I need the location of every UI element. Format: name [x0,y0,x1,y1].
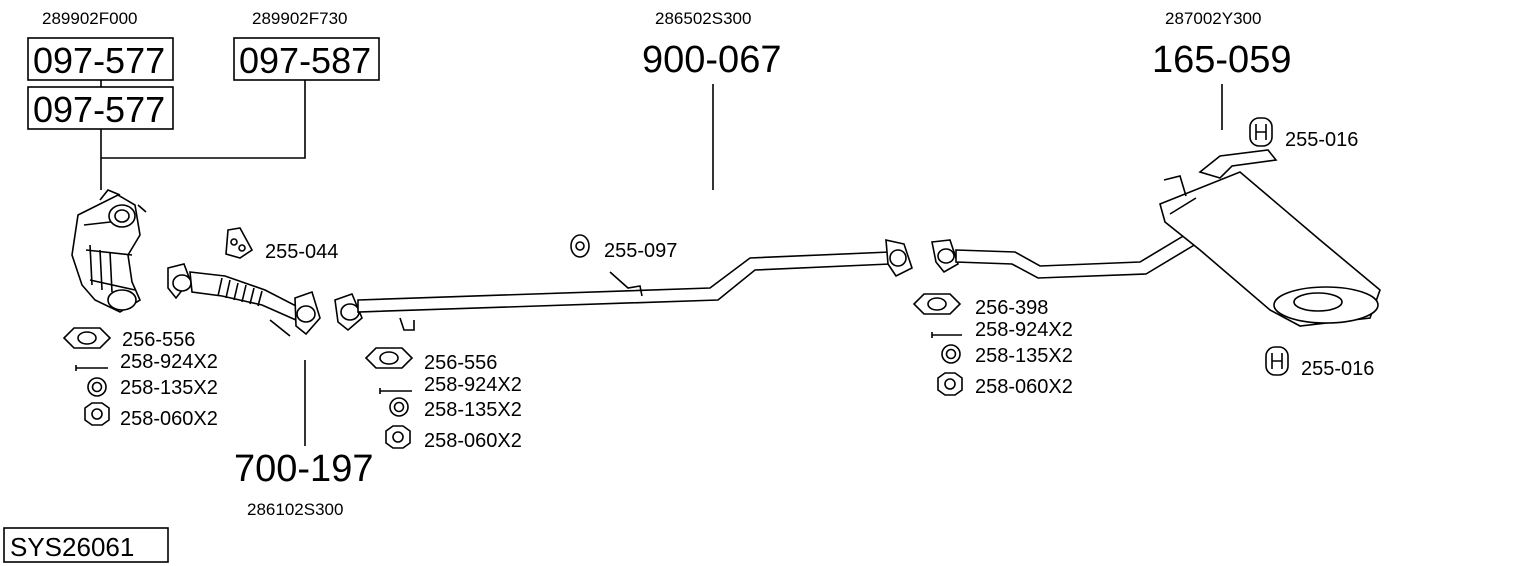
hanger-icon [225,227,254,259]
part-number-097-577-a[interactable]: 097-577 [33,40,165,81]
rear-silencer-drawing [931,149,1381,327]
part-number-097-587[interactable]: 097-587 [239,40,371,81]
washer-icon [87,377,107,397]
fitting-label-rear-bolt[interactable]: 258-924X2 [975,319,1073,341]
hanger-icon [1265,346,1289,376]
oem-number-catalyst: 289902F000 [42,9,137,28]
gasket-icon [912,293,962,315]
part-box-097-577-a [27,37,174,81]
gasket-icon [62,327,112,349]
fitting-label-flex-gasket[interactable]: 256-556 [424,352,497,374]
nut-icon [385,425,411,449]
flex-pipe-drawing [167,263,321,337]
bolt-icon [931,332,962,338]
part-box-097-587 [233,37,380,81]
part-number-165-059[interactable]: 165-059 [1152,39,1291,81]
hanger-icon [570,234,590,258]
fitting-label-flex-washer[interactable]: 258-135X2 [424,399,522,421]
system-code: SYS26061 [10,532,134,562]
part-number-097-577-b[interactable]: 097-577 [33,89,165,130]
fitting-label-cat-nut[interactable]: 258-060X2 [120,408,218,430]
part-number-700-197[interactable]: 700-197 [234,448,373,490]
catalytic-converter-drawing [71,189,147,313]
fitting-label-rear-hanger-top[interactable]: 255-016 [1285,129,1358,151]
fitting-label-rear-gasket[interactable]: 256-398 [975,297,1048,319]
fitting-label-rear-washer[interactable]: 258-135X2 [975,345,1073,367]
fitting-label-cat-bolt[interactable]: 258-924X2 [120,351,218,373]
fitting-label-cat-gasket[interactable]: 256-556 [122,329,195,351]
leader-line-catalyst [100,80,306,190]
system-code-box [3,527,169,563]
fitting-label-front-hanger[interactable]: 255-044 [265,241,338,263]
oem-number-catalyst-2: 289902F730 [252,9,347,28]
hanger-icon [1249,117,1273,147]
gasket-icon [364,347,414,369]
centre-pipe-drawing [334,238,913,332]
washer-icon [941,344,961,364]
nut-icon [937,372,963,396]
part-box-097-577-b [27,86,174,130]
fitting-label-cat-washer[interactable]: 258-135X2 [120,377,218,399]
nut-icon [84,402,110,426]
fitting-label-flex-nut[interactable]: 258-060X2 [424,430,522,452]
oem-number-rear-silencer: 287002Y300 [1165,9,1261,28]
part-number-900-067[interactable]: 900-067 [642,39,781,81]
washer-icon [389,397,409,417]
fitting-label-rear-hanger-bottom[interactable]: 255-016 [1301,358,1374,380]
bolt-icon [379,388,412,394]
fitting-label-mid-hanger[interactable]: 255-097 [604,240,677,262]
bolt-icon [75,365,108,371]
oem-number-flex-pipe: 286102S300 [247,500,343,519]
fitting-label-flex-bolt[interactable]: 258-924X2 [424,374,522,396]
fitting-label-rear-nut[interactable]: 258-060X2 [975,376,1073,398]
oem-number-centre-pipe: 286502S300 [655,9,751,28]
